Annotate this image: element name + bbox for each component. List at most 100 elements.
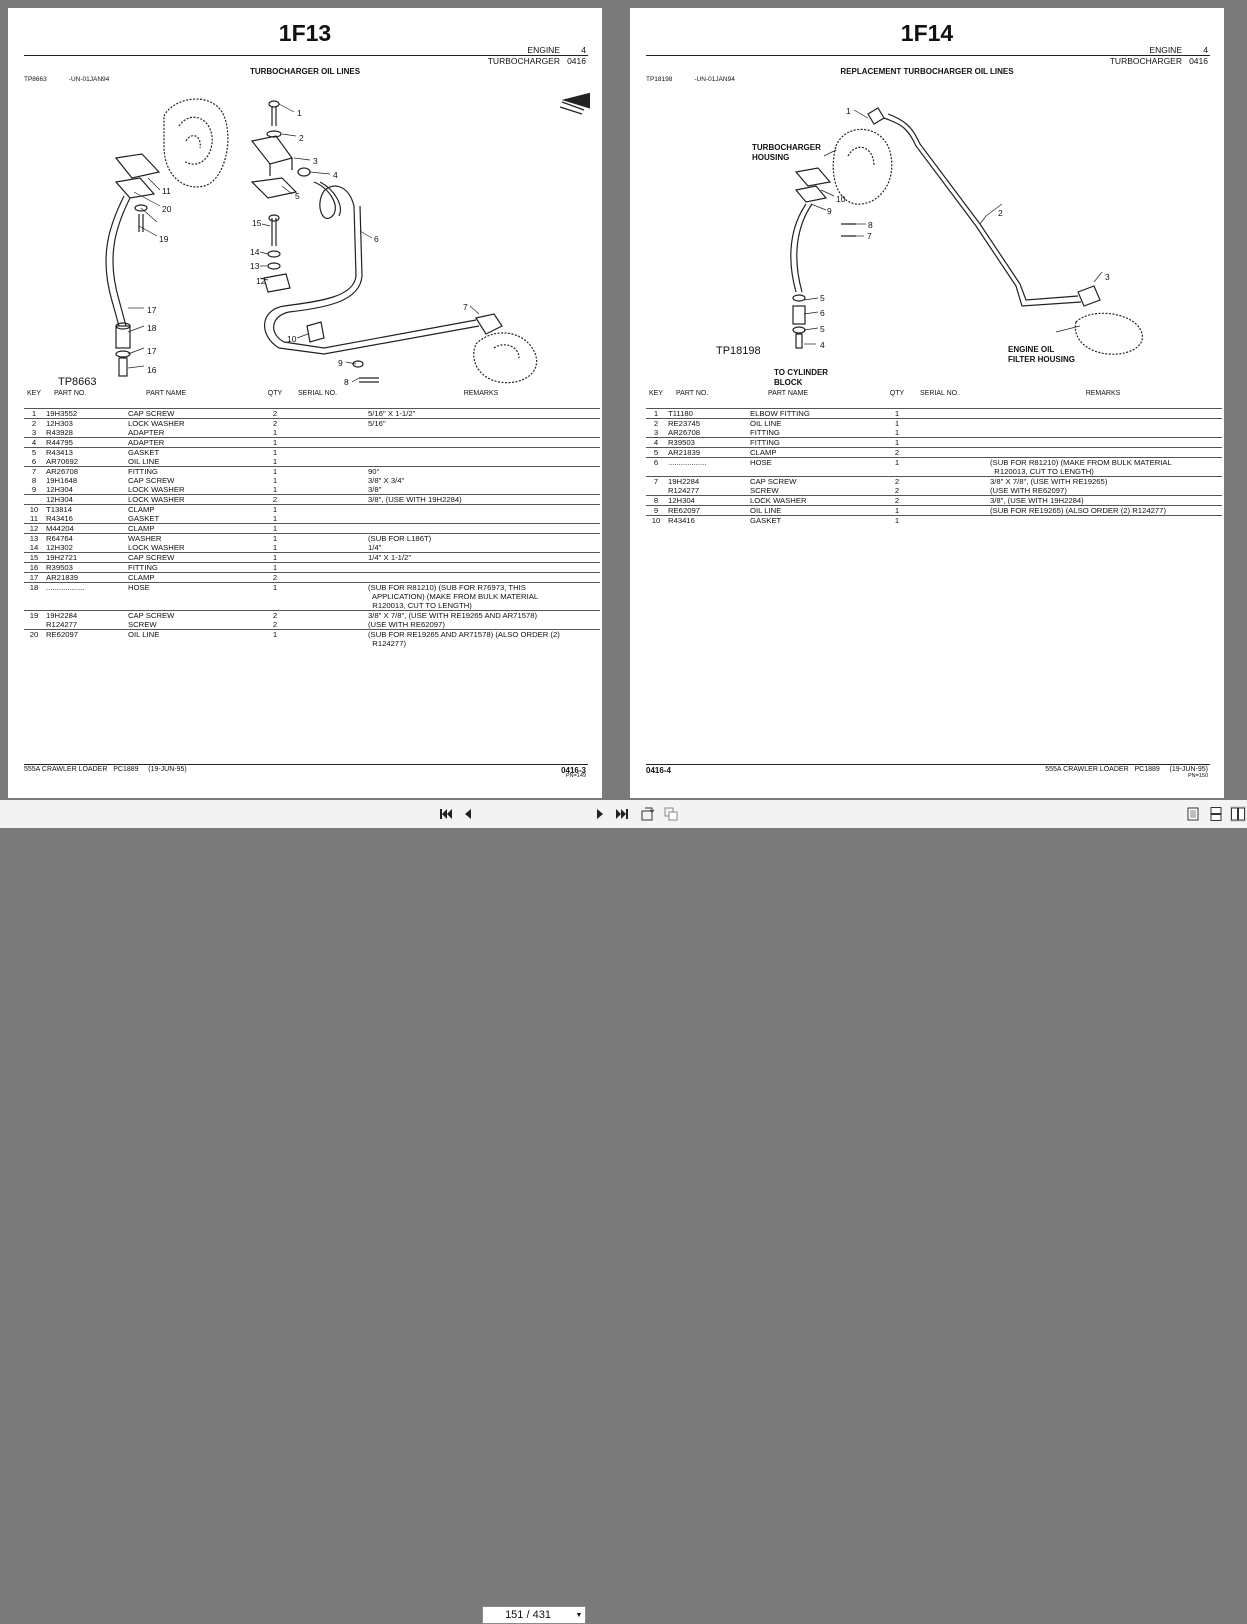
quantity-cell: 1 bbox=[262, 523, 288, 534]
remarks-cell: (SUB FOR R81210) (MAKE FROM BULK MATERIA… bbox=[984, 457, 1222, 477]
serial-number-cell bbox=[910, 457, 984, 477]
page-reference: 0416-3 bbox=[561, 766, 586, 775]
part-name-cell: CLAMP bbox=[116, 572, 262, 583]
part-number-cell: R39503 bbox=[666, 437, 738, 448]
diagram-ref-id: TP18198 bbox=[646, 76, 673, 83]
serial-number-cell bbox=[288, 447, 362, 457]
callout-label: 8 bbox=[868, 220, 873, 230]
part-number-cell: AR26708 bbox=[668, 428, 701, 437]
callout-label: 19 bbox=[159, 234, 169, 244]
quantity-cell: 2 bbox=[884, 447, 910, 458]
part-number-cell: AR70692 bbox=[46, 457, 79, 466]
quantity-cell: 2 bbox=[884, 476, 910, 486]
serial-number-cell bbox=[910, 505, 984, 516]
two-page-view-button[interactable] bbox=[1230, 806, 1246, 822]
part-name-cell: WASHER bbox=[116, 533, 262, 543]
column-header: PART NO. bbox=[54, 390, 87, 397]
part-name-cell: OIL LINE bbox=[116, 629, 262, 648]
engine-oil-label: ENGINE OIL bbox=[1008, 345, 1054, 354]
column-header: KEY bbox=[648, 390, 663, 397]
callout-label: 1 bbox=[846, 106, 851, 116]
callout-label: 1 bbox=[297, 108, 302, 118]
footer-divider bbox=[646, 764, 1210, 765]
remarks-cell: 90° bbox=[362, 466, 600, 476]
column-header: PART NAME bbox=[768, 390, 809, 397]
part-name-cell: LOCK WASHER bbox=[128, 485, 185, 494]
remarks-cell: (USE WITH RE62097) bbox=[368, 620, 445, 629]
callout-label: 7 bbox=[867, 231, 872, 241]
part-number-cell: .................. bbox=[44, 582, 116, 611]
part-number-cell: R124277 bbox=[46, 620, 78, 629]
serial-number-cell bbox=[910, 515, 984, 525]
serial-number-cell bbox=[288, 610, 362, 620]
single-page-view-button[interactable] bbox=[1185, 806, 1201, 822]
remarks-cell: 5/16" bbox=[362, 418, 600, 428]
key-cell: 15 bbox=[24, 552, 44, 563]
remarks-cell: (SUB FOR L186T) bbox=[362, 533, 600, 543]
page-number-code: PN=149 bbox=[565, 773, 586, 779]
callout-label: 6 bbox=[820, 308, 825, 318]
callout-label: 3 bbox=[313, 156, 318, 166]
part-name-cell: CLAMP bbox=[738, 447, 884, 458]
key-cell: 3 bbox=[31, 428, 37, 437]
copy-button[interactable] bbox=[663, 806, 679, 822]
footer-title: 555A CRAWLER LOADER PC1889 (19-JUN-95) bbox=[1045, 766, 1208, 773]
remarks-cell bbox=[984, 418, 1222, 428]
section-number: 4 bbox=[1203, 45, 1208, 55]
rotate-button[interactable] bbox=[640, 806, 656, 822]
key-cell: 2 bbox=[646, 418, 666, 428]
part-number-cell: R43416 bbox=[46, 514, 73, 523]
remarks-cell bbox=[984, 515, 1222, 525]
part-name-cell: FITTING bbox=[738, 437, 884, 448]
part-number-cell: R43928 bbox=[46, 428, 73, 437]
serial-number-cell bbox=[910, 495, 984, 506]
column-header: KEY bbox=[26, 390, 41, 397]
part-number-cell: AR21839 bbox=[666, 447, 738, 458]
chevron-down-icon: ▼ bbox=[575, 1611, 583, 1619]
next-page-button[interactable] bbox=[592, 806, 608, 822]
remarks-cell bbox=[362, 562, 600, 573]
remarks-cell bbox=[362, 523, 600, 534]
quantity-cell: 1 bbox=[262, 437, 288, 448]
last-page-icon bbox=[616, 809, 628, 819]
column-header: REMARKS bbox=[1085, 390, 1121, 397]
key-cell: 11 bbox=[30, 514, 38, 523]
quantity-cell: 2 bbox=[262, 610, 288, 620]
callout-label: 11 bbox=[162, 186, 171, 196]
last-page-button[interactable] bbox=[614, 806, 630, 822]
part-number-cell: 19H2284 bbox=[44, 610, 116, 620]
quantity-cell: 2 bbox=[884, 495, 910, 506]
continuous-view-button[interactable] bbox=[1208, 806, 1224, 822]
diagram-caption: REPLACEMENT TURBOCHARGER OIL LINES bbox=[840, 67, 1014, 76]
part-number-cell: M44204 bbox=[44, 523, 116, 534]
previous-page-button[interactable] bbox=[460, 806, 476, 822]
remarks-cell: 3/8", (USE WITH 19H2284) bbox=[984, 495, 1222, 506]
quantity-cell: 1 bbox=[884, 408, 910, 419]
remarks-cell: (SUB FOR R81210) (SUB FOR R76973, THIS A… bbox=[362, 582, 600, 611]
diagram-ref-date: -UN-01JAN94 bbox=[68, 76, 110, 83]
housing-label: HOUSING bbox=[752, 153, 789, 162]
callout-labels: 1 2 3 4 5 5 6 7 8 9 10 TURBOCHARGER HOUS… bbox=[716, 106, 1110, 386]
callout-label: 13 bbox=[250, 261, 260, 271]
first-page-button[interactable] bbox=[438, 806, 454, 822]
serial-number-cell bbox=[910, 437, 984, 448]
remarks-cell bbox=[362, 437, 600, 448]
column-header: SERIAL NO. bbox=[298, 390, 338, 397]
page-number-select[interactable]: 151 / 431 ▼ bbox=[482, 1606, 586, 1624]
part-name-cell: HOSE bbox=[116, 582, 262, 611]
remarks-cell: 1/4" X 1-1/2" bbox=[362, 552, 600, 563]
column-header: REMARKS bbox=[463, 390, 499, 397]
quantity-cell: 1 bbox=[262, 552, 288, 563]
column-header: PART NO. bbox=[676, 390, 709, 397]
serial-number-cell bbox=[288, 408, 362, 419]
callout-label: 2 bbox=[998, 208, 1003, 218]
two-page-view-icon bbox=[1231, 807, 1245, 821]
